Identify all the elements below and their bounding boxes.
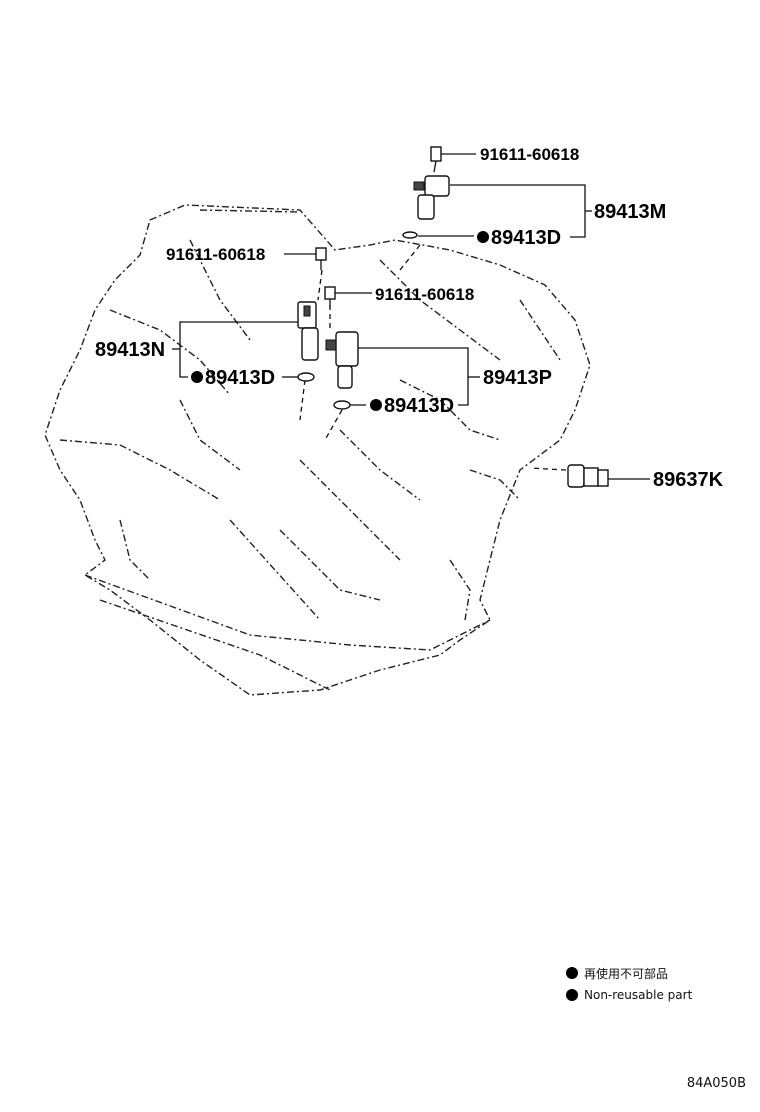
callout-sensor-n: 89413N bbox=[95, 339, 165, 361]
leader-lines bbox=[172, 153, 650, 480]
bolt-mid-part bbox=[324, 286, 336, 307]
callout-oring-p: 89413D bbox=[384, 395, 454, 417]
callout-sensor-p: 89413P bbox=[483, 367, 552, 389]
sensor-m-part bbox=[413, 175, 450, 220]
legend: 再使用不可部品 Non-reusable part bbox=[566, 962, 692, 1006]
legend-text-jp: 再使用不可部品 bbox=[584, 966, 669, 981]
callout-oring-m: 89413D bbox=[491, 227, 561, 249]
legend-text-en: Non-reusable part bbox=[584, 988, 693, 1002]
legend-dot-icon bbox=[566, 967, 578, 979]
legend-row-jp: 再使用不可部品 bbox=[566, 962, 692, 984]
non-reusable-dot bbox=[477, 231, 489, 243]
legend-row-en: Non-reusable part bbox=[566, 984, 692, 1006]
bolt-left-part bbox=[315, 247, 327, 270]
non-reusable-dot bbox=[370, 399, 382, 411]
callout-bolt-mid: 91611-60618 bbox=[375, 285, 474, 304]
oring-m-part bbox=[402, 231, 418, 239]
callout-switch-k: 89637K bbox=[653, 469, 724, 491]
oring-p-part bbox=[333, 400, 351, 410]
non-reusable-dot bbox=[191, 371, 203, 383]
oring-n-part bbox=[297, 372, 315, 382]
callout-sensor-m: 89413M bbox=[594, 201, 666, 223]
switch-k-part bbox=[567, 464, 609, 488]
sensor-p-part bbox=[325, 331, 359, 389]
callout-bolt-top: 91611-60618 bbox=[480, 145, 579, 164]
callout-bolt-left: 91611-60618 bbox=[166, 245, 265, 264]
transmission-housing bbox=[44, 204, 591, 696]
bolt-top-part bbox=[430, 146, 442, 173]
sensor-n-part bbox=[297, 301, 319, 361]
callout-oring-n: 89413D bbox=[205, 367, 275, 389]
figure-code: 84A050B bbox=[686, 1076, 746, 1091]
legend-dot-icon bbox=[566, 989, 578, 1001]
